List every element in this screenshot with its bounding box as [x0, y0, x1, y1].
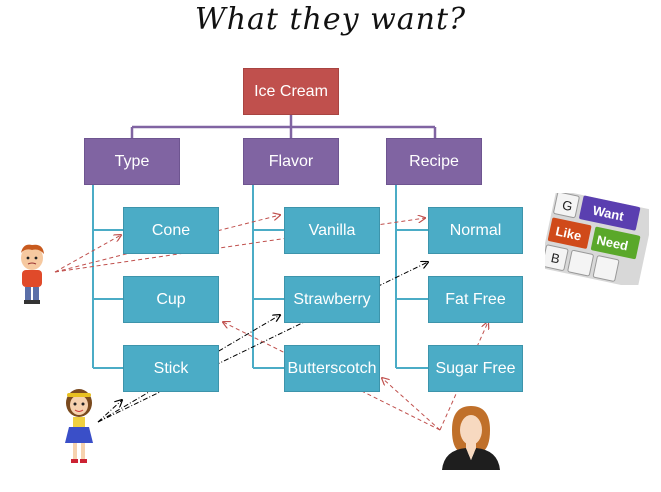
key-want: Want	[591, 203, 625, 224]
leaf-connectors	[92, 185, 428, 369]
root-node: Ice Cream	[243, 68, 339, 115]
category-type: Type	[84, 138, 180, 185]
keyboard-icon: G Want Like Need B	[545, 193, 649, 285]
key-b: B	[550, 250, 562, 266]
leaf-butterscotch: Butterscotch	[284, 345, 380, 392]
key-need: Need	[595, 232, 629, 253]
leaf-strawberry: Strawberry	[284, 276, 380, 323]
leaf-sugar-free: Sugar Free	[428, 345, 523, 392]
leaf-fat-free: Fat Free	[428, 276, 523, 323]
girl-icon	[65, 389, 93, 463]
woman-icon	[442, 406, 500, 470]
leaf-cup: Cup	[123, 276, 219, 323]
category-flavor: Flavor	[243, 138, 339, 185]
category-recipe: Recipe	[386, 138, 482, 185]
key-like: Like	[554, 223, 583, 243]
leaf-stick: Stick	[123, 345, 219, 392]
leaf-cone: Cone	[123, 207, 219, 254]
key-g: G	[561, 197, 574, 214]
page-title: What they want?	[194, 2, 467, 37]
leaf-normal: Normal	[428, 207, 523, 254]
root-connectors	[130, 115, 437, 138]
leaf-vanilla: Vanilla	[284, 207, 380, 254]
boy-icon	[21, 244, 44, 304]
